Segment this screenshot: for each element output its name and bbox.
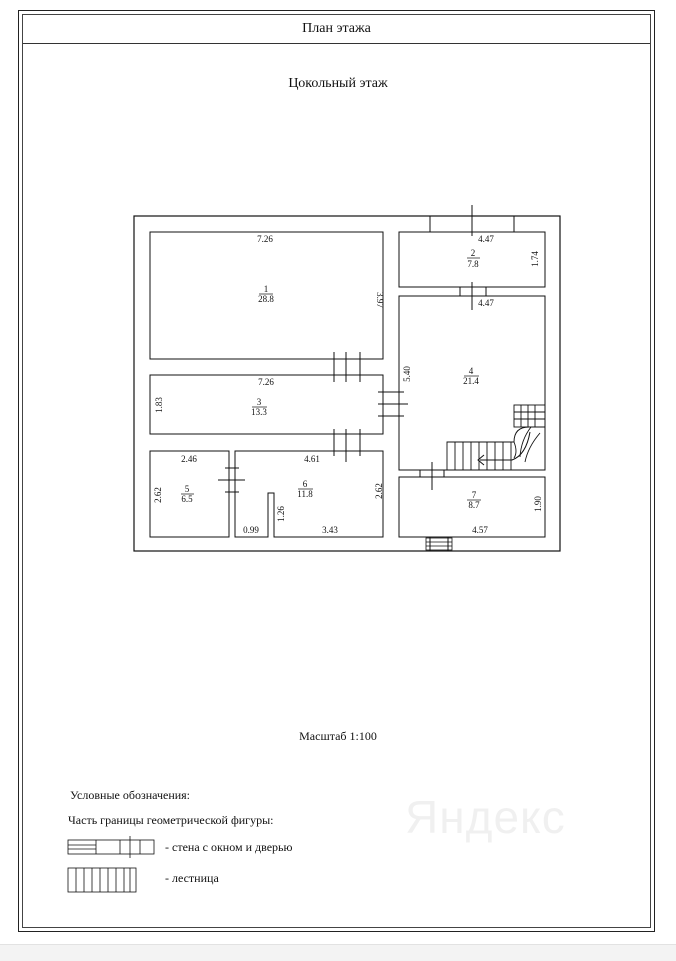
room-2-area: 7.8 <box>467 259 479 269</box>
dim-r6-nook-height: 1.26 <box>276 506 286 522</box>
room-1-number: 1 <box>264 284 269 294</box>
dim-r6-bottom: 3.43 <box>322 525 338 535</box>
room-7-number: 7 <box>472 490 477 500</box>
dim-r7-width: 4.57 <box>472 525 488 535</box>
bottom-bar <box>0 944 676 961</box>
drawing-sheet: План этажа <box>18 10 655 932</box>
room-5-outline <box>149 450 230 538</box>
sheet-title: План этажа <box>302 21 371 36</box>
legend-wall-label: - стена с окном и дверью <box>165 840 293 854</box>
openings <box>218 205 515 551</box>
watermark-logo: Яндекс <box>405 791 566 843</box>
room-4-number: 4 <box>469 366 474 376</box>
entrance-steps <box>425 537 453 551</box>
dim-r7-height: 1.90 <box>533 496 543 512</box>
room-1-area: 28.8 <box>258 294 274 304</box>
dim-r4-height: 5.40 <box>402 366 412 382</box>
scale-label: Масштаб 1:100 <box>299 729 377 743</box>
room-labels: 1 28.8 2 7.8 3 13.3 4 21.4 5 6.5 6 11.8 … <box>181 248 481 510</box>
dim-r2-width: 4.47 <box>478 234 494 244</box>
drawing-frame: План этажа <box>22 14 651 928</box>
dim-r3-height: 1.83 <box>154 397 164 413</box>
legend-stairs-label: - лестница <box>165 871 219 885</box>
dim-r5-width: 2.46 <box>181 454 197 464</box>
room-3-area: 13.3 <box>251 407 267 417</box>
dim-r4-top: 4.47 <box>478 298 494 308</box>
room-5-number: 5 <box>185 484 190 494</box>
outer-wall <box>133 215 561 552</box>
room-6-number: 6 <box>303 479 308 489</box>
dim-r6-nook-width: 0.99 <box>243 525 259 535</box>
room-3-number: 3 <box>257 397 262 407</box>
room-7-area: 8.7 <box>468 500 480 510</box>
dim-r1-height: 3.97 <box>375 292 385 308</box>
dim-r6-height: 2.62 <box>374 483 384 499</box>
room-4-area: 21.4 <box>463 376 479 386</box>
dimension-labels: 7.26 3.97 4.47 1.74 4.47 5.40 7.26 1.83 … <box>153 234 543 535</box>
floor-title: Цокольный этаж <box>288 76 388 91</box>
legend-stairs-symbol <box>67 867 137 893</box>
room-5-area: 6.5 <box>181 494 193 504</box>
dim-r2-height: 1.74 <box>530 251 540 267</box>
title-divider <box>23 43 650 44</box>
legend-title: Условные обозначения: <box>70 788 191 802</box>
staircase <box>446 404 546 471</box>
room-2-number: 2 <box>471 248 476 258</box>
dim-r6-width: 4.61 <box>304 454 320 464</box>
room-6-area: 11.8 <box>297 489 313 499</box>
legend-subtitle: Часть границы геометрической фигуры: <box>68 813 274 827</box>
dim-r5-height: 2.62 <box>153 487 163 503</box>
room-1-outline <box>149 231 384 360</box>
legend-wall-symbol <box>67 836 155 858</box>
dim-r1-width: 7.26 <box>257 234 273 244</box>
room-6-outline <box>234 450 384 538</box>
dim-r3-width: 7.26 <box>258 377 274 387</box>
room-7-outline <box>398 476 546 538</box>
